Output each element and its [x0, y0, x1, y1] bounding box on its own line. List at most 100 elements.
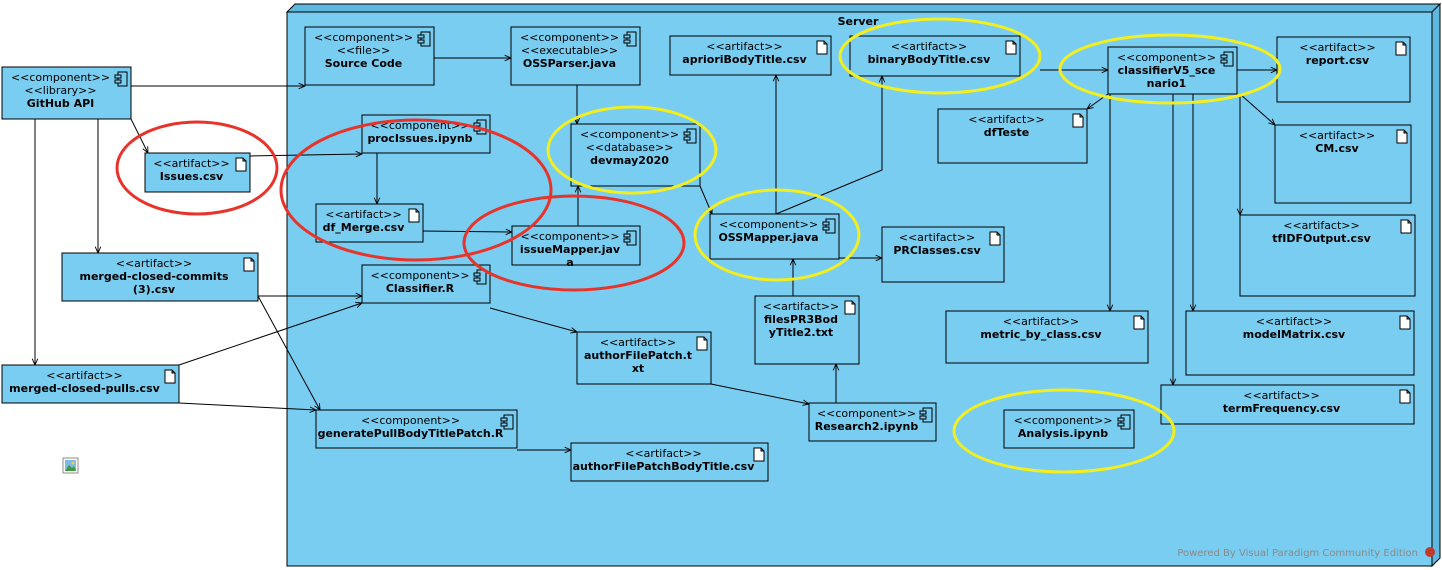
node-stereotype: <<artifact>>: [116, 257, 192, 270]
nodes-layer: <<component>><<library>>GitHub API<<arti…: [1, 26, 1416, 482]
node-stereotype: <<component>>: [719, 218, 818, 231]
node-stereotype: <<artifact>>: [891, 40, 967, 53]
node-term-frequency[interactable]: <<artifact>>termFrequency.csv: [1160, 384, 1415, 425]
node-generate-pull[interactable]: <<component>>generatePullBodyTitlePatch.…: [315, 409, 518, 449]
component-icon: [623, 230, 637, 246]
node-stereotype: <<component>>: [580, 128, 679, 141]
component-icon: [822, 218, 836, 234]
node-merged-closed-pulls[interactable]: <<artifact>>merged-closed-pulls.csv: [1, 364, 180, 404]
node-name: generatePullBodyTitlePatch.R: [318, 427, 504, 440]
file-icon: [844, 300, 856, 315]
node-binary-body[interactable]: <<artifact>>binaryBodyTitle.csv: [849, 35, 1021, 77]
node-oss-parser[interactable]: <<component>><<executable>>OSSParser.jav…: [510, 26, 641, 86]
node-stereotype: <<artifact>>: [600, 336, 676, 349]
component-icon: [114, 71, 128, 87]
yellow-highlight-ellipse-classifier-v5: [1058, 33, 1282, 105]
edge-author-file-patch-to-research2[interactable]: [710, 383, 809, 404]
node-model-matrix[interactable]: <<artifact>>modelMatrix.csv: [1185, 310, 1415, 376]
edge-merged-closed-pulls-to-classifier-r[interactable]: [178, 303, 362, 366]
file-icon: [1133, 315, 1145, 330]
highlights-layer: [115, 17, 1282, 474]
vp-logo-icon: [1425, 547, 1435, 557]
edge-oss-mapper-to-binary-body[interactable]: [775, 76, 882, 215]
node-df-teste[interactable]: <<artifact>>dfTeste: [937, 108, 1088, 164]
yellow-highlight-ellipse-devmay2020: [546, 105, 718, 195]
node-classifier-r[interactable]: <<component>>Classifier.R: [361, 264, 491, 304]
footer-text: Powered By Visual Paradigm Community Edi…: [1177, 548, 1418, 559]
node-name: Issues.csv: [160, 170, 224, 183]
node-name: a: [566, 256, 573, 269]
node-github-api[interactable]: <<component>><<library>>GitHub API: [1, 66, 132, 120]
node-stereotype: <<artifact>>: [1299, 41, 1375, 54]
node-stereotype: <<artifact>>: [706, 40, 782, 53]
node-name: dfTeste: [984, 126, 1029, 139]
file-icon: [989, 231, 1001, 246]
node-name: binaryBodyTitle.csv: [868, 53, 991, 66]
red-highlight-ellipse-proc-issues-group: [279, 118, 553, 262]
file-icon: [408, 208, 420, 223]
node-stereotype: <<component>>: [817, 407, 916, 420]
edges-layer: [35, 58, 1277, 450]
node-stereotype: <<component>>: [11, 71, 110, 84]
node-name: Classifier.R: [386, 282, 455, 295]
node-name: Analysis.ipynb: [1018, 427, 1108, 440]
node-stereotype: <<component>>: [1013, 414, 1112, 427]
node-name: metric_by_class.csv: [980, 328, 1102, 341]
edge-issues-csv-to-proc-issues[interactable]: [249, 154, 362, 156]
file-icon: [816, 40, 828, 55]
node-source-code[interactable]: <<component>><<file>>Source Code: [304, 26, 435, 86]
server-label: Server: [838, 15, 879, 28]
node-tfidf[interactable]: <<artifact>>tfIDFOutput.csv: [1239, 214, 1416, 297]
node-analysis[interactable]: <<component>>Analysis.ipynb: [1003, 409, 1135, 449]
node-stereotype: <<artifact>>: [1243, 389, 1319, 402]
node-name: Source Code: [325, 57, 403, 70]
node-stereotype: <<file>>: [337, 44, 391, 57]
file-icon: [235, 157, 247, 172]
red-highlight-ellipse-issues-csv: [115, 120, 279, 216]
node-stereotype: <<artifact>>: [1003, 315, 1079, 328]
node-name: GitHub API: [27, 97, 94, 110]
file-icon: [1005, 40, 1017, 55]
edge-classifier-r-to-author-file-patch[interactable]: [489, 307, 577, 332]
edge-merged-closed-pulls-to-generate-pull[interactable]: [178, 402, 316, 410]
node-research2[interactable]: <<component>>Research2.ipynb: [808, 402, 937, 442]
node-name: devmay2020: [590, 154, 669, 167]
node-name: (3).csv: [133, 283, 176, 296]
node-merged-closed-commits[interactable]: <<artifact>>merged-closed-commits(3).csv: [61, 252, 259, 302]
node-author-file-patch[interactable]: <<artifact>>authorFilePatch.txt: [576, 331, 712, 385]
node-cm[interactable]: <<artifact>>CM.csv: [1274, 124, 1412, 204]
file-icon: [753, 447, 765, 462]
node-stereotype: <<library>>: [24, 84, 96, 97]
image-icon[interactable]: [62, 457, 79, 474]
component-icon: [417, 31, 431, 47]
node-author-file-patch-body[interactable]: <<artifact>>authorFilePatchBodyTitle.csv: [570, 442, 769, 482]
node-name: authorFilePatch.t: [584, 349, 692, 362]
node-issue-mapper[interactable]: <<component>>issueMapper.java: [511, 225, 641, 269]
node-name: merged-closed-pulls.csv: [9, 382, 160, 395]
node-apriori[interactable]: <<artifact>>aprioriBodyTitle.csv: [669, 35, 832, 76]
node-metric-by-class[interactable]: <<artifact>>metric_by_class.csv: [945, 310, 1149, 364]
node-devmay2020[interactable]: <<component>><<database>>devmay2020: [570, 123, 701, 187]
node-name: modelMatrix.csv: [1243, 328, 1346, 341]
component-icon: [1220, 51, 1234, 67]
node-stereotype: <<artifact>>: [899, 231, 975, 244]
node-oss-mapper[interactable]: <<component>>OSSMapper.java: [709, 213, 840, 260]
node-df-merge[interactable]: <<artifact>>df_Merge.csv: [315, 203, 424, 243]
node-report[interactable]: <<artifact>>report.csv: [1276, 36, 1411, 103]
node-name: classifierV5_sce: [1118, 64, 1216, 77]
edge-classifier-v5-to-cm[interactable]: [1239, 93, 1275, 125]
node-pr-classes[interactable]: <<artifact>>PRClasses.csv: [881, 226, 1005, 283]
file-icon: [164, 369, 176, 384]
node-stereotype: <<component>>: [1117, 51, 1216, 64]
node-name: tfIDFOutput.csv: [1272, 232, 1371, 245]
node-name: CM.csv: [1315, 142, 1359, 155]
edge-merged-closed-commits-to-generate-pull[interactable]: [257, 295, 320, 410]
yellow-highlight-ellipse-oss-mapper: [693, 188, 861, 282]
node-stereotype: <<artifact>>: [1283, 219, 1359, 232]
node-name: aprioriBodyTitle.csv: [682, 53, 807, 66]
node-issues-csv[interactable]: <<artifact>>Issues.csv: [144, 152, 251, 193]
node-stereotype: <<component>>: [370, 269, 469, 282]
node-name: OSSParser.java: [523, 57, 616, 70]
